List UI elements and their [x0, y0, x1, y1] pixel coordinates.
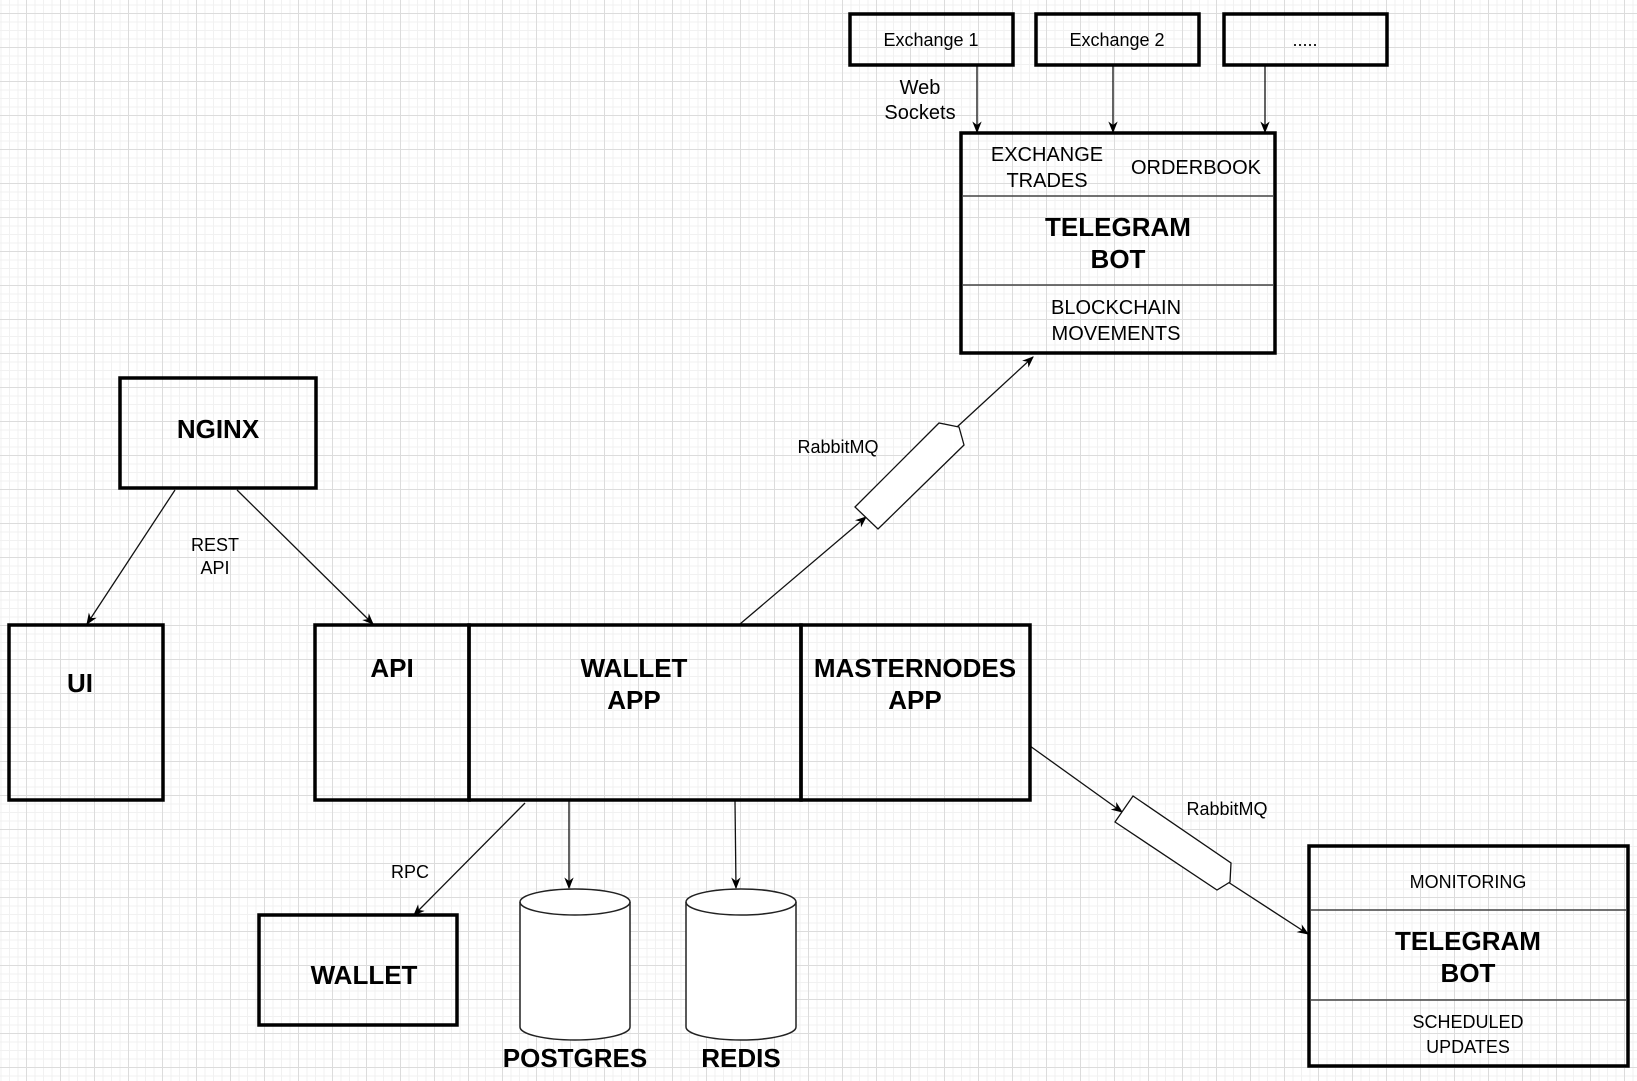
edge-rabbitmq-top-to-bot[interactable] — [956, 356, 1034, 428]
telegram-bot-top-title-2: BOT — [1091, 244, 1146, 274]
redis-label: REDIS — [701, 1043, 780, 1073]
edge-walletapp-to-wallet-rpc[interactable] — [413, 802, 526, 916]
exchange-trades-line-1: EXCHANGE — [991, 144, 1103, 166]
postgres-node[interactable]: POSTGRES — [503, 888, 647, 1073]
redis-node[interactable]: REDIS — [685, 888, 797, 1073]
telegram-bot-top-node[interactable]: EXCHANGE TRADES ORDERBOOK TELEGRAM BOT B… — [959, 131, 1277, 355]
scheduled-updates-line-1: SCHEDULED — [1412, 1012, 1523, 1032]
blockchain-movements-line-2: MOVEMENTS — [1052, 323, 1181, 345]
exchange-more-node[interactable]: ..... — [1222, 12, 1389, 67]
rest-api-line-2: API — [200, 558, 229, 578]
ui-label: UI — [67, 668, 93, 698]
edge-nginx-to-ui[interactable] — [86, 489, 176, 625]
rest-api-line-1: REST — [191, 535, 239, 555]
rpc-label: RPC — [391, 862, 429, 882]
edge-walletapp-to-redis[interactable] — [731, 800, 741, 890]
telegram-bot-bottom-node[interactable]: MONITORING TELEGRAM BOT SCHEDULED UPDATE… — [1307, 844, 1630, 1068]
exchange-1-label: Exchange 1 — [883, 30, 978, 50]
redis-cylinder-icon — [685, 888, 797, 1041]
exchange-2-label: Exchange 2 — [1069, 30, 1164, 50]
masternodes-app-label-1: MASTERNODES — [814, 653, 1016, 683]
telegram-bot-bottom-title-2: BOT — [1441, 958, 1496, 988]
web-sockets-edge-label: Web Sockets — [884, 77, 955, 124]
exchange-1-node[interactable]: Exchange 1 — [848, 12, 1015, 67]
orderbook-label: ORDERBOOK — [1131, 157, 1262, 179]
edge-masternodes-to-rabbitmq-bottom[interactable] — [1029, 745, 1123, 813]
api-node[interactable]: API — [313, 623, 471, 802]
wallet-label: WALLET — [311, 960, 418, 990]
monitoring-label: MONITORING — [1410, 872, 1527, 892]
scheduled-updates-line-2: UPDATES — [1426, 1037, 1510, 1057]
wallet-node[interactable]: WALLET — [257, 913, 459, 1027]
rabbitmq-top-label: RabbitMQ — [797, 437, 878, 457]
rabbitmq-bottom-queue-shape[interactable] — [1114, 795, 1232, 891]
nginx-node[interactable]: NGINX — [118, 376, 318, 490]
nginx-label: NGINX — [177, 414, 260, 444]
api-label: API — [370, 653, 413, 683]
postgres-cylinder-icon — [519, 888, 631, 1041]
exchange-trades-line-2: TRADES — [1006, 170, 1087, 192]
edge-walletapp-to-rabbitmq-top[interactable] — [739, 516, 867, 625]
blockchain-movements-line-1: BLOCKCHAIN — [1051, 297, 1181, 319]
edge-nginx-to-api[interactable] — [236, 489, 374, 625]
telegram-bot-top-title-1: TELEGRAM — [1045, 212, 1191, 242]
rest-api-edge-label: REST API — [191, 535, 239, 578]
edge-rabbitmq-bottom-to-bot[interactable] — [1227, 881, 1309, 935]
rabbitmq-bottom-label: RabbitMQ — [1186, 799, 1267, 819]
exchange-more-label: ..... — [1292, 30, 1317, 50]
ui-node[interactable]: UI — [7, 623, 165, 802]
web-sockets-line-2: Sockets — [884, 102, 955, 124]
wallet-app-node[interactable]: WALLET APP — [467, 623, 803, 802]
telegram-bot-bottom-title-1: TELEGRAM — [1395, 926, 1541, 956]
rabbitmq-top-queue-shape[interactable] — [854, 422, 965, 530]
wallet-app-label-1: WALLET — [581, 653, 688, 683]
postgres-label: POSTGRES — [503, 1043, 647, 1073]
app-cluster-node: API WALLET APP MASTERNODES APP — [313, 623, 1032, 802]
masternodes-app-label-2: APP — [888, 685, 941, 715]
wallet-app-label-2: APP — [607, 685, 660, 715]
masternodes-app-node[interactable]: MASTERNODES APP — [799, 623, 1032, 802]
exchange-2-node[interactable]: Exchange 2 — [1034, 12, 1201, 67]
web-sockets-line-1: Web — [900, 77, 941, 99]
